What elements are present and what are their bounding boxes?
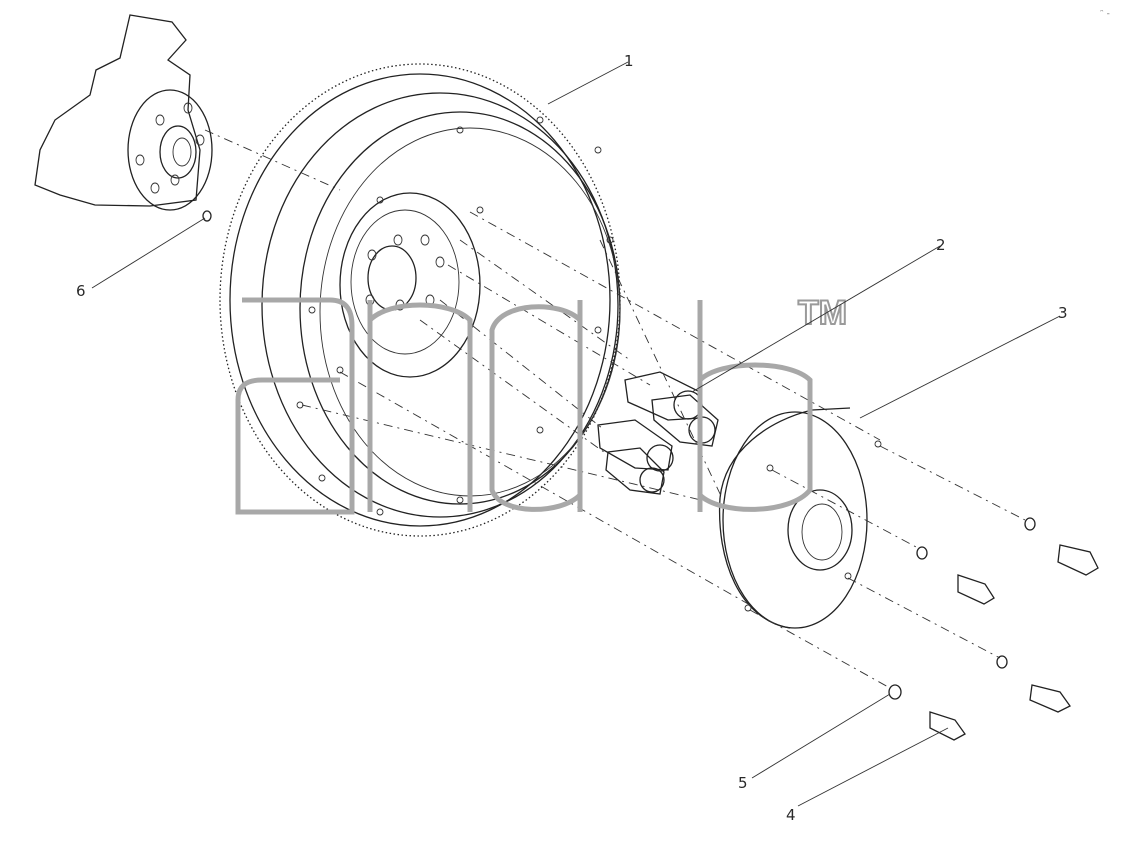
lock-washers (888, 517, 1036, 700)
callout-4: 4 (786, 806, 796, 824)
callout-2: 2 (936, 236, 946, 254)
callout-6: 6 (76, 282, 86, 300)
callout-3: 3 (1058, 304, 1068, 322)
leader-lines (91, 61, 1061, 807)
callout-1: 1 (624, 52, 634, 70)
trademark-symbol: TM (798, 294, 847, 332)
watermark-logo: TM (235, 293, 848, 515)
dowel-pin (202, 210, 212, 222)
crankshaft-flange (34, 14, 213, 211)
alignment-lines (204, 129, 1026, 689)
callout-5: 5 (738, 774, 748, 792)
adapter-plate (718, 407, 882, 629)
cap-screws (929, 544, 1099, 741)
corner-mark: ᵔ - (1100, 9, 1110, 19)
